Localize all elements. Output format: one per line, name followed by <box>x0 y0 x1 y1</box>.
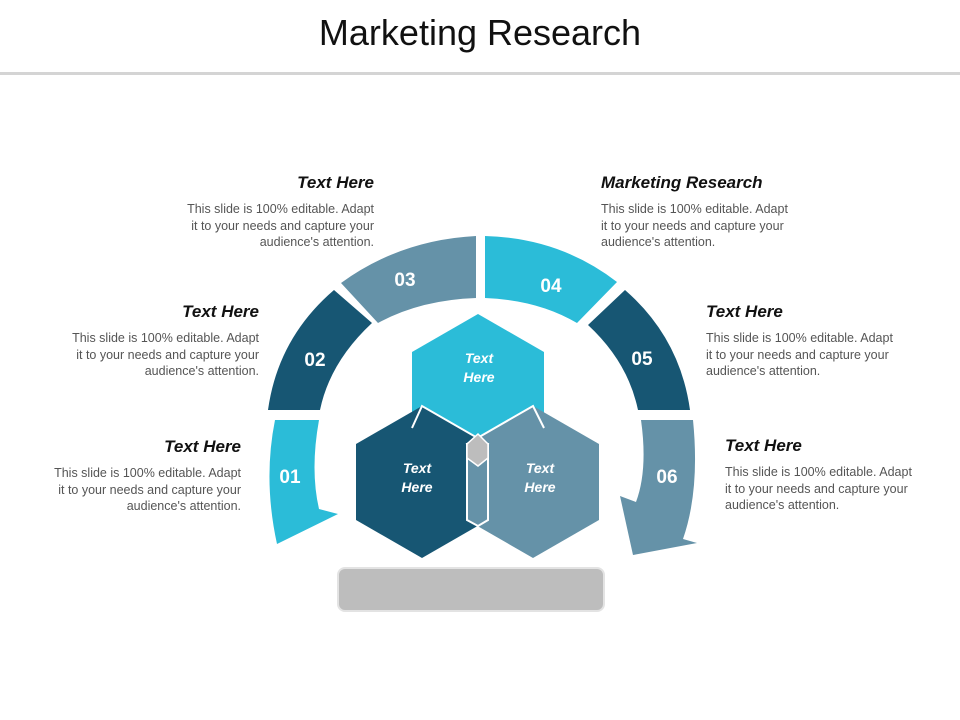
callout-06: Text Here This slide is 100% editable. A… <box>725 436 940 514</box>
callout-06-heading: Text Here <box>725 436 802 455</box>
segment-02 <box>268 290 372 410</box>
callout-03-text: This slide is 100% editable. Adapt it to… <box>187 202 374 249</box>
segment-01 <box>269 420 338 544</box>
slide-title: Marketing Research <box>318 12 642 53</box>
callout-05-text: This slide is 100% editable. Adapt it to… <box>706 331 893 378</box>
segment-04 <box>485 236 617 323</box>
callout-03-heading: Text Here <box>297 173 374 192</box>
callout-02-heading: Text Here <box>182 302 259 321</box>
callout-02: Text Here This slide is 100% editable. A… <box>44 302 259 380</box>
segment-number-03: 03 <box>394 270 415 291</box>
hexagon-right-label-line2: Here <box>524 479 555 495</box>
segment-03 <box>341 236 476 323</box>
hexagon-left-label-line2: Here <box>401 479 432 495</box>
base-bar <box>337 567 605 612</box>
title-divider <box>0 72 960 75</box>
callout-01-text: This slide is 100% editable. Adapt it to… <box>54 466 241 513</box>
callout-02-text: This slide is 100% editable. Adapt it to… <box>72 331 259 378</box>
hexagon-bottom-right <box>467 406 599 558</box>
overlap-center <box>466 432 489 467</box>
callout-05-heading: Text Here <box>706 302 783 321</box>
segment-number-06: 06 <box>656 467 677 488</box>
hexagon-top-label-line1: Text <box>465 350 495 366</box>
callout-04-heading: Marketing Research <box>601 173 763 192</box>
segment-number-04: 04 <box>540 276 562 297</box>
callout-06-text: This slide is 100% editable. Adapt it to… <box>725 465 912 512</box>
hexagon-top-label-line2: Here <box>463 369 494 385</box>
segment-06 <box>620 420 697 555</box>
hexagon-left-label-line1: Text <box>403 460 433 476</box>
segment-05 <box>588 290 690 410</box>
segment-number-05: 05 <box>631 349 653 370</box>
callout-04: Marketing Research This slide is 100% ed… <box>601 173 816 251</box>
callout-01: Text Here This slide is 100% editable. A… <box>26 437 241 515</box>
callout-03: Text Here This slide is 100% editable. A… <box>159 173 374 251</box>
callout-01-heading: Text Here <box>164 437 241 456</box>
segment-number-02: 02 <box>304 350 325 371</box>
hexagon-right-label-line1: Text <box>526 460 556 476</box>
segment-number-01: 01 <box>279 467 301 488</box>
hexagon-bottom-left <box>356 406 488 558</box>
callout-05: Text Here This slide is 100% editable. A… <box>706 302 921 380</box>
callout-04-text: This slide is 100% editable. Adapt it to… <box>601 202 788 249</box>
